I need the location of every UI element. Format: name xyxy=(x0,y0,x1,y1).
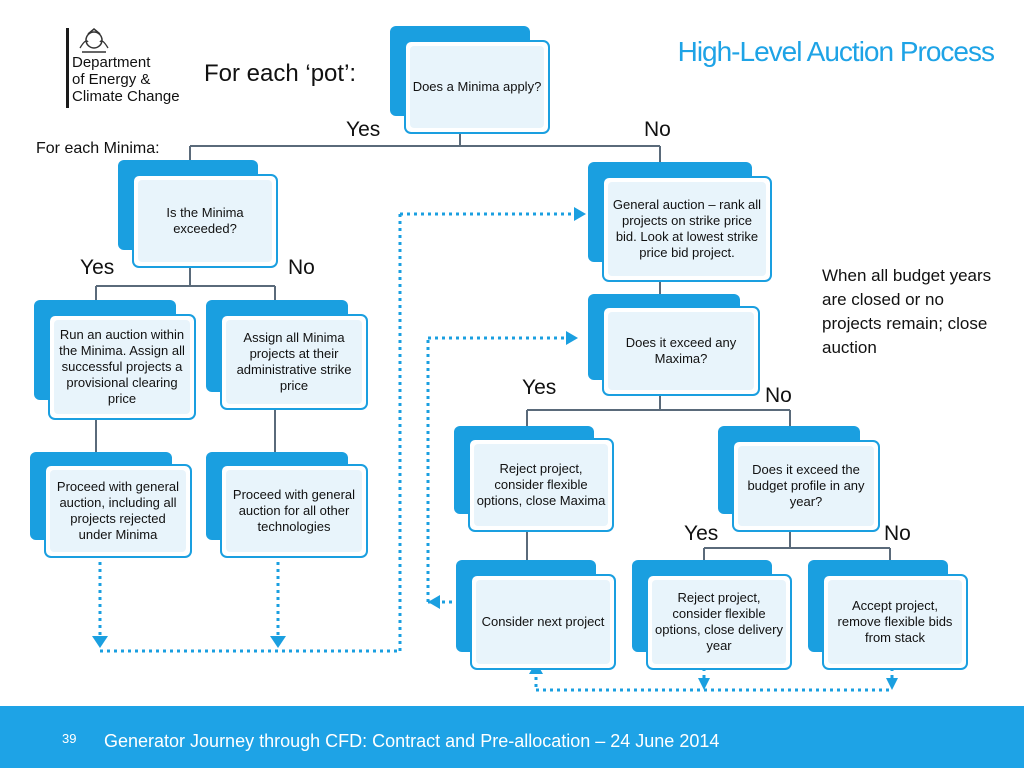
yes-label-top: Yes xyxy=(346,118,381,141)
yes-label-maxima: Yes xyxy=(522,376,557,399)
box-general-auction: General auction – rank all projects on s… xyxy=(588,162,772,282)
box-minima-exceeded: Is the Minima exceeded? xyxy=(118,160,278,268)
no-label-top: No xyxy=(644,118,671,141)
box-proceed-other: Proceed with general auction for all oth… xyxy=(206,452,368,558)
yes-label-budget: Yes xyxy=(684,522,719,545)
no-label-maxima: No xyxy=(765,384,792,407)
close-auction-note: When all budget years are closed or no p… xyxy=(822,266,992,357)
yes-label-minima: Yes xyxy=(80,256,115,279)
box-minima-apply: Does a Minima apply? xyxy=(390,26,550,134)
footer-bar xyxy=(0,706,1024,768)
box-proceed-including: Proceed with general auction, including … xyxy=(30,452,192,558)
no-label-budget: No xyxy=(884,522,911,545)
department-logo: Department of Energy & Climate Change xyxy=(64,28,194,110)
box-run-auction: Run an auction within the Minima. Assign… xyxy=(34,300,196,420)
for-each-pot-label: For each ‘pot’: xyxy=(204,60,357,87)
box-consider-next: Consider next project xyxy=(456,560,616,670)
box-reject-delivery: Reject project, consider flexible option… xyxy=(632,560,792,670)
box-accept-project: Accept project, remove flexible bids fro… xyxy=(808,560,968,670)
no-label-minima: No xyxy=(288,256,315,279)
slide-title: High-Level Auction Process xyxy=(677,36,995,67)
box-reject-maxima: Reject project, consider flexible option… xyxy=(454,426,614,532)
department-name: Department of Energy & Climate Change xyxy=(72,54,180,105)
royal-crest-icon xyxy=(79,28,109,53)
connector-lines xyxy=(92,132,898,692)
box-exceed-budget: Does it exceed the budget profile in any… xyxy=(718,426,880,532)
box-exceed-maxima: Does it exceed any Maxima? xyxy=(588,294,760,396)
box-assign-all: Assign all Minima projects at their admi… xyxy=(206,300,368,410)
logo-divider xyxy=(66,28,69,108)
for-each-minima-label: For each Minima: xyxy=(36,140,160,157)
footer-text: Generator Journey through CFD: Contract … xyxy=(104,731,720,751)
page-number: 39 xyxy=(62,731,77,746)
